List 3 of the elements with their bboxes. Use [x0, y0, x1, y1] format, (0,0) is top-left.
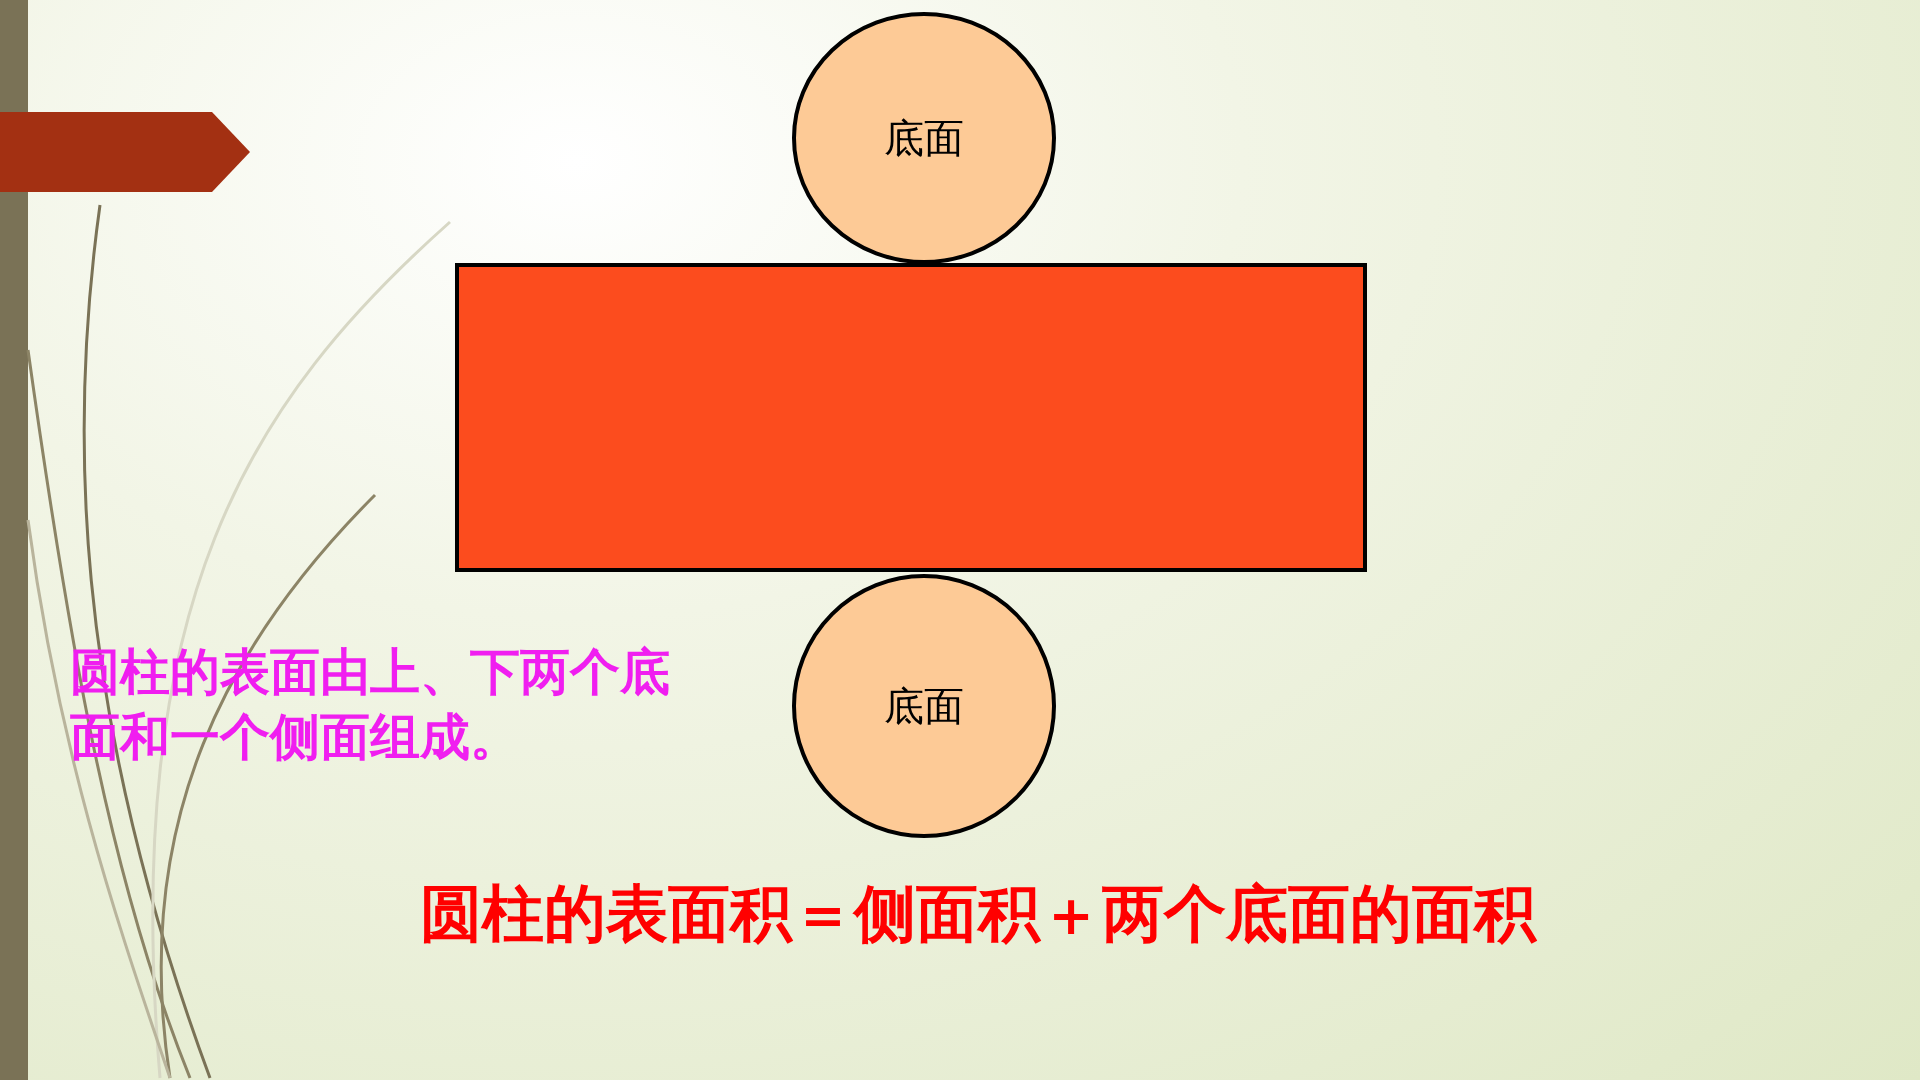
face-label: 底面: [884, 681, 964, 731]
formula-text: 圆柱的表面积＝侧面积＋两个底面的面积: [420, 876, 1536, 952]
face-label: 底面: [884, 113, 964, 163]
